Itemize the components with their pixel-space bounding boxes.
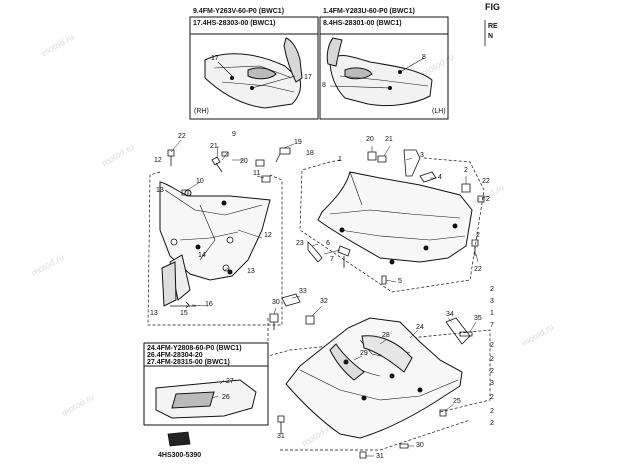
inset-lh-partno-2: 8.4HS-28301-00 (BWC1) bbox=[323, 20, 402, 27]
edge-number: 1 bbox=[490, 310, 494, 317]
bottom-inset-cowling bbox=[155, 379, 257, 419]
under-cowling-part bbox=[285, 317, 463, 439]
callout: 2 bbox=[464, 167, 468, 174]
edge-number: 3 bbox=[490, 380, 494, 387]
left-cowling-part bbox=[159, 181, 271, 307]
callout: 2 bbox=[486, 196, 490, 203]
footer-code: 4HS300-5390 bbox=[158, 452, 202, 459]
edge-label-fig: FIG bbox=[485, 2, 500, 12]
center-cowling-part bbox=[317, 171, 473, 265]
callout: 16 bbox=[205, 301, 213, 308]
callout: 2 bbox=[476, 232, 480, 239]
edge-number: 2 bbox=[490, 342, 494, 349]
callout: 13 bbox=[247, 268, 255, 275]
center-leader-lines bbox=[283, 143, 489, 283]
callout: 15 bbox=[180, 310, 188, 317]
callout: 14 bbox=[198, 252, 206, 259]
callout: 30 bbox=[416, 442, 424, 449]
callout: 31 bbox=[376, 453, 384, 460]
callout: 33 bbox=[299, 288, 307, 295]
callout: 22 bbox=[474, 266, 482, 273]
callout: 35 bbox=[474, 315, 482, 322]
edge-number: 2 bbox=[490, 408, 494, 415]
edge-number: 2 bbox=[490, 286, 494, 293]
callout-8a: 8 bbox=[422, 54, 426, 61]
edge-number: 3 bbox=[490, 298, 494, 305]
lower-leader-lines bbox=[273, 295, 477, 457]
center-assembly-group bbox=[299, 157, 485, 293]
callout: 34 bbox=[446, 311, 454, 318]
lower-fasteners bbox=[269, 293, 473, 459]
edge-number: 2 bbox=[490, 356, 494, 363]
inset-rh-frame bbox=[189, 16, 319, 120]
callout: 22 bbox=[482, 178, 490, 185]
inset-lh-frame bbox=[319, 16, 449, 120]
callout: 5 bbox=[398, 278, 402, 285]
lh-side-cowling bbox=[326, 37, 433, 107]
callout: 10 bbox=[196, 178, 204, 185]
callout: 6 bbox=[326, 240, 330, 247]
callout: 19 bbox=[294, 139, 302, 146]
callout: 7 bbox=[330, 256, 334, 263]
inset-lh-side: (LH) bbox=[432, 108, 446, 115]
inset-bottom-frame bbox=[143, 342, 269, 426]
edge-number: 2 bbox=[490, 394, 494, 401]
rh-side-cowling bbox=[204, 37, 303, 109]
inset-rh-partno-1: 9.4FM-Y263V-60-P0 (BWC1) bbox=[193, 8, 285, 15]
callout: 13 bbox=[150, 310, 158, 317]
left-assembly-group bbox=[147, 171, 283, 326]
edge-label-re: RE bbox=[488, 23, 498, 30]
inset-rh-partno-2: 17.4HS-28303-00 (BWC1) bbox=[193, 20, 276, 27]
callout-27: 27 bbox=[226, 378, 234, 385]
callout: 1 bbox=[338, 156, 342, 163]
left-fasteners bbox=[167, 149, 271, 309]
callout: 4 bbox=[438, 174, 442, 181]
callout-17a: 17 bbox=[211, 55, 219, 62]
callout: 28 bbox=[382, 332, 390, 339]
inset-rh-side: (RH) bbox=[194, 108, 209, 115]
edge-number: 2 bbox=[490, 368, 494, 375]
callout: 22 bbox=[178, 133, 186, 140]
callout: 13 bbox=[156, 187, 164, 194]
center-fasteners bbox=[275, 147, 485, 285]
callout: 32 bbox=[320, 298, 328, 305]
edge-number: 2 bbox=[490, 420, 494, 427]
callout: 12 bbox=[264, 232, 272, 239]
inset-bottom-partno-3: 27.4FM-28315-00 (BWC1) bbox=[147, 359, 230, 366]
inset-bottom-partno-1: 24.4FM-Y2808-60-P0 (BWC1) bbox=[147, 345, 242, 352]
callout: 20 bbox=[240, 158, 248, 165]
callout: 30 bbox=[272, 299, 280, 306]
callout: 21 bbox=[210, 143, 218, 150]
callout: 24 bbox=[416, 324, 424, 331]
callout: 20 bbox=[366, 136, 374, 143]
edge-number: 7 bbox=[490, 322, 494, 329]
callout-26: 26 bbox=[222, 394, 230, 401]
callout: 29 bbox=[360, 350, 368, 357]
inset-lh-partno-1: 1.4FM-Y283U-60-P0 (BWC1) bbox=[323, 8, 415, 15]
callout: 9 bbox=[232, 131, 236, 138]
callout: 23 bbox=[296, 240, 304, 247]
callout: 21 bbox=[385, 136, 393, 143]
callout: 12 bbox=[154, 157, 162, 164]
callout: 31 bbox=[277, 433, 285, 440]
callout: 18 bbox=[306, 150, 314, 157]
left-leader-lines bbox=[170, 139, 265, 307]
callout-8b: 8 bbox=[322, 82, 326, 89]
callout: 3 bbox=[420, 152, 424, 159]
callout: 11 bbox=[253, 170, 261, 177]
edge-label-n: N bbox=[488, 33, 494, 40]
fwd-badge bbox=[167, 431, 191, 447]
inset-bottom-partno-2: 26.4FM-28304-20 bbox=[147, 352, 203, 359]
callout-17b: 17 bbox=[304, 74, 312, 81]
callout: 25 bbox=[453, 398, 461, 405]
